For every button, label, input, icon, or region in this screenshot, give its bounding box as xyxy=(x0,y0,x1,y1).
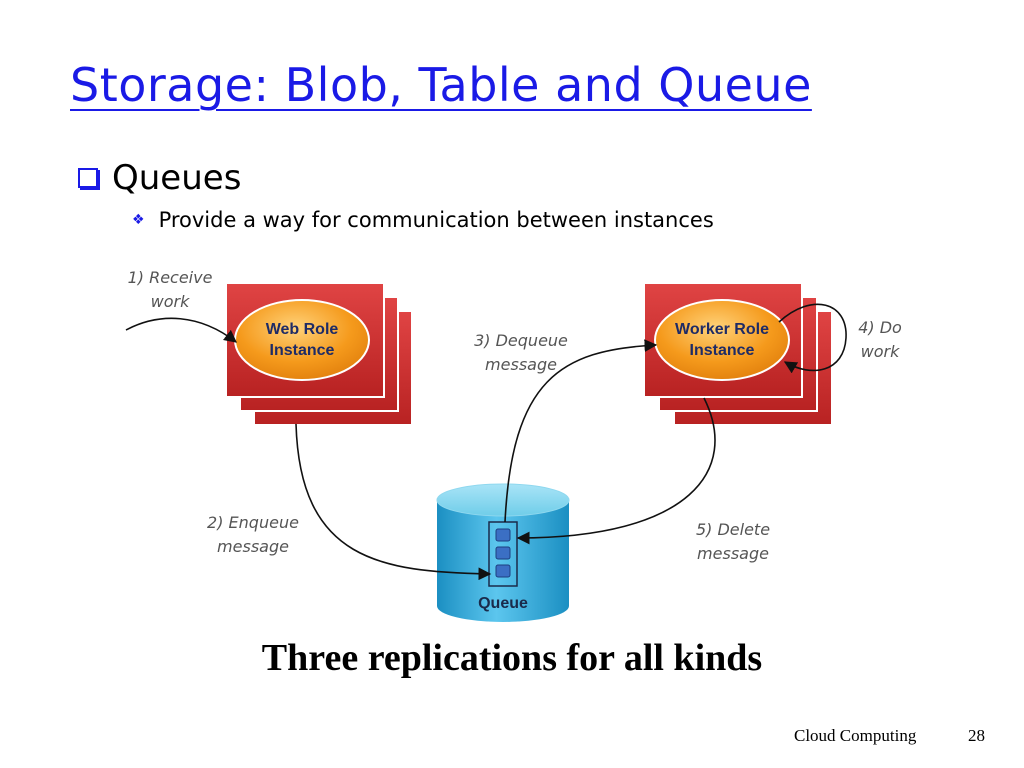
step-enqueue-line1: 2) Enqueue xyxy=(207,513,299,532)
queue-cylinder: Queue xyxy=(436,483,570,622)
queue-cylinder-top xyxy=(436,483,570,517)
worker-role-label-line1: Worker Role xyxy=(675,321,769,338)
queue-item-3 xyxy=(495,564,511,578)
step-do-work-line1: 4) Do xyxy=(858,318,902,337)
arrow-enqueue xyxy=(295,423,492,581)
step-receive-line2: work xyxy=(151,292,190,311)
arrow-delete xyxy=(516,397,716,545)
queue-cylinder-body xyxy=(437,500,569,622)
step-dequeue-line2: message xyxy=(485,355,557,374)
step-receive-line1: 1) Receive xyxy=(128,268,213,287)
queue-items-frame xyxy=(488,521,518,587)
web-role-label-line2: Instance xyxy=(270,342,335,359)
bullet-level1-text: Queues xyxy=(112,158,242,198)
bullet-level2: ❖ Provide a way for communication betwee… xyxy=(132,208,714,232)
arrow-do-work xyxy=(778,303,847,374)
arrow-receive-work xyxy=(125,317,238,343)
diamond-bullet-icon: ❖ xyxy=(132,212,145,228)
step-dequeue-line1: 3) Dequeue xyxy=(474,331,568,350)
step-enqueue-line2: message xyxy=(217,537,289,556)
step-do-work-line2: work xyxy=(861,342,900,361)
worker-role-oval xyxy=(654,299,790,381)
worker-role-label-line2: Instance xyxy=(690,342,755,359)
web-role-oval xyxy=(234,299,370,381)
web-role-label-line1: Web Role xyxy=(266,321,339,338)
step-delete-line2: message xyxy=(697,544,769,563)
page-number: 28 xyxy=(968,726,985,745)
step-delete-line1: 5) Delete xyxy=(696,520,770,539)
bullet-level2-text: Provide a way for communication between … xyxy=(158,208,714,232)
queue-label: Queue xyxy=(478,595,528,612)
arrow-dequeue xyxy=(504,339,658,523)
slide-caption: Three replications for all kinds xyxy=(261,637,763,679)
worker-role-instance: Worker Role Instance xyxy=(643,282,833,426)
web-role-instance: Web Role Instance xyxy=(225,282,413,426)
queue-item-2 xyxy=(495,546,511,560)
slide-title: Storage: Blob, Table and Queue xyxy=(70,58,812,112)
queue-item-1 xyxy=(495,528,511,542)
square-bullet-icon xyxy=(78,168,98,188)
footer-text: Cloud Computing xyxy=(794,726,917,745)
bullet-level1: Queues xyxy=(78,158,241,198)
